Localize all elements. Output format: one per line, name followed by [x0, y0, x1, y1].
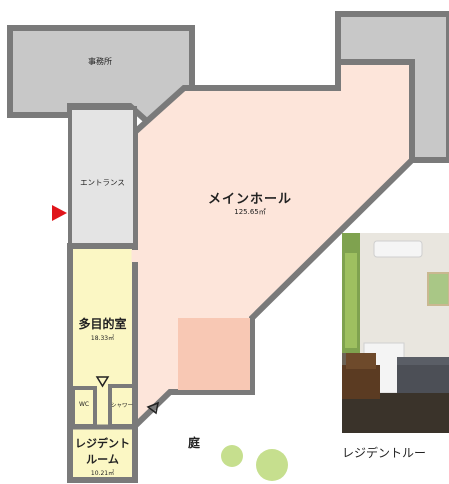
- resident-room-label-line1: レジデント: [75, 437, 130, 450]
- multipurpose-area: 18.33㎡: [90, 335, 115, 342]
- garden-shrub-large: [256, 449, 288, 481]
- main-hall-accent-area: [178, 318, 250, 390]
- main-hall-area: 125.65㎡: [234, 208, 266, 216]
- door-marker-icon: [95, 376, 110, 388]
- entrance-label: エントランス: [80, 178, 125, 187]
- resident-room-area: 10.21㎡: [90, 470, 115, 477]
- main-hall-label: メインホール: [207, 192, 292, 207]
- photo-caption: レジデントルー: [342, 446, 427, 460]
- resident-room-label-line2: ルーム: [86, 453, 119, 466]
- garden-shrub-small: [221, 445, 243, 467]
- entrance-arrow-icon: [52, 205, 67, 221]
- multipurpose-room: [67, 243, 138, 483]
- resident-room-photo: [342, 233, 449, 438]
- shower-label: シャワー: [110, 403, 133, 409]
- office-label: 事務所: [88, 57, 112, 66]
- door-marker-icon: [146, 401, 160, 415]
- garden-label: 庭: [187, 436, 200, 450]
- shower-room: [108, 384, 136, 428]
- multipurpose-label: 多目的室: [78, 317, 127, 331]
- wc-label: WC: [78, 401, 90, 408]
